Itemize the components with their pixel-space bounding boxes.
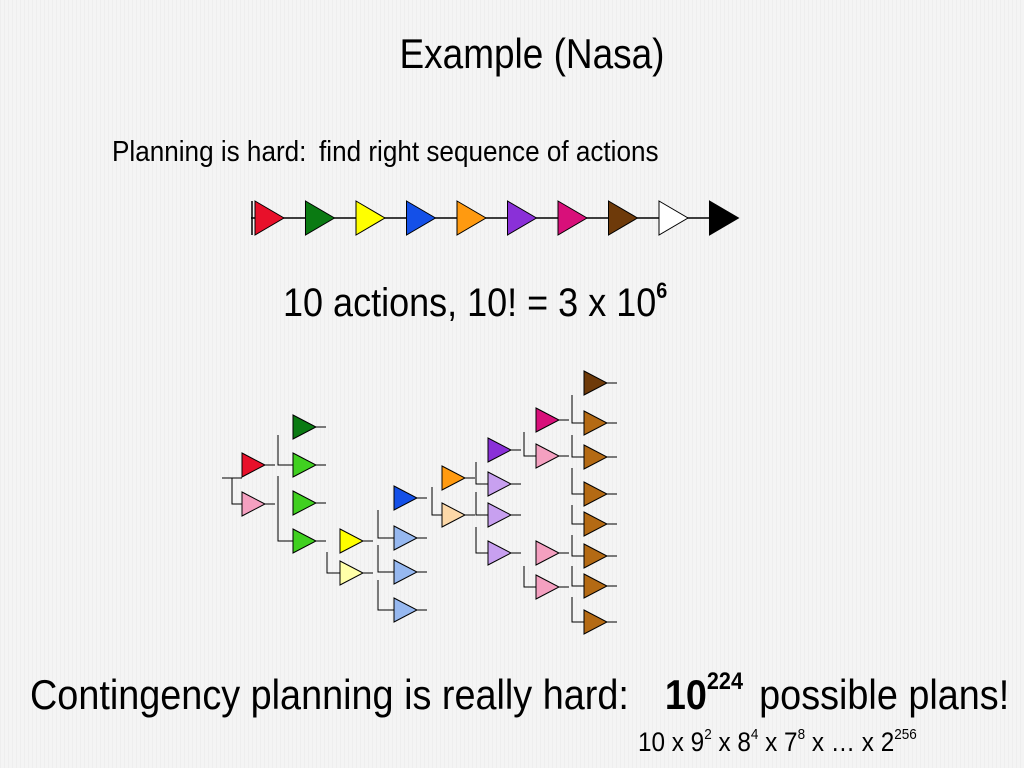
brown-action-triangle bbox=[583, 370, 609, 396]
plans-base: 10 bbox=[664, 671, 707, 718]
tree-branch bbox=[475, 492, 488, 516]
tree-branch bbox=[523, 566, 536, 588]
tree-branch bbox=[571, 566, 584, 587]
tree-branch bbox=[571, 505, 584, 525]
formula-term-1: 10 x 9 bbox=[638, 727, 705, 757]
actions-count: 10 actions, 10! = 3 x 106 bbox=[283, 278, 667, 326]
formula-term-3: x 7 bbox=[758, 727, 798, 757]
formula-exp-1: 2 bbox=[704, 726, 712, 743]
contingency-statement: Contingency planning is really hard: 1022… bbox=[30, 668, 1009, 719]
red-action-triangle bbox=[254, 200, 285, 236]
formula-term-4: x … x 2 bbox=[805, 727, 895, 757]
brown_light-action-triangle bbox=[583, 481, 609, 507]
brown_light-action-triangle bbox=[583, 609, 609, 635]
plans-formula: 10 x 92 x 84 x 78 x … x 2256 bbox=[638, 726, 917, 758]
green-action-triangle bbox=[305, 200, 336, 236]
tree-branch bbox=[377, 580, 394, 611]
light_yellow-action-triangle bbox=[339, 560, 365, 586]
yellow-action-triangle bbox=[355, 200, 386, 236]
plans-exponent: 224 bbox=[706, 668, 743, 695]
tree-branch bbox=[523, 432, 536, 457]
light_orange-action-triangle bbox=[441, 502, 467, 528]
tree-branch bbox=[377, 510, 394, 539]
actions-text: 10 actions, 10! = 3 x 10 bbox=[283, 281, 657, 325]
tree-branch bbox=[571, 535, 584, 557]
black-action-triangle bbox=[709, 200, 740, 236]
plans-count: 10224 bbox=[664, 668, 743, 718]
white-action-triangle bbox=[658, 200, 689, 236]
blue-action-triangle bbox=[406, 200, 437, 236]
brown_light-action-triangle bbox=[583, 573, 609, 599]
contingency-text: Contingency planning is really hard: bbox=[30, 671, 629, 718]
light_purple-action-triangle bbox=[487, 502, 513, 528]
planning-label: Planning is hard: bbox=[112, 136, 307, 168]
pink-action-triangle bbox=[535, 443, 561, 469]
orange-action-triangle bbox=[441, 465, 467, 491]
tree-branch bbox=[377, 545, 394, 573]
tree-branch bbox=[571, 395, 584, 424]
tree-branch bbox=[431, 487, 442, 516]
purple-action-triangle bbox=[507, 200, 538, 236]
magenta-action-triangle bbox=[535, 407, 561, 433]
lime-action-triangle bbox=[292, 528, 318, 554]
brown_light-action-triangle bbox=[583, 410, 609, 436]
tree-branch bbox=[277, 435, 293, 466]
lime-action-triangle bbox=[292, 452, 318, 478]
formula-term-2: x 8 bbox=[711, 727, 751, 757]
red-action-triangle bbox=[241, 452, 267, 478]
pink-action-triangle bbox=[241, 491, 267, 517]
light_blue-action-triangle bbox=[393, 525, 419, 551]
actions-exponent: 6 bbox=[656, 278, 668, 303]
light_blue-action-triangle bbox=[393, 559, 419, 585]
tree-branch bbox=[326, 552, 340, 574]
action-sequence bbox=[251, 200, 740, 236]
brown_light-action-triangle bbox=[583, 543, 609, 569]
yellow-action-triangle bbox=[339, 528, 365, 554]
tree-branch bbox=[231, 478, 242, 505]
brown_light-action-triangle bbox=[583, 444, 609, 470]
light_purple-action-triangle bbox=[487, 540, 513, 566]
tree-branch bbox=[571, 468, 584, 495]
tree-branch bbox=[571, 597, 584, 623]
magenta-action-triangle bbox=[557, 200, 588, 236]
pink-action-triangle bbox=[535, 540, 561, 566]
orange-action-triangle bbox=[456, 200, 487, 236]
formula-exp-2: 4 bbox=[750, 726, 759, 743]
light_purple-action-triangle bbox=[487, 471, 513, 497]
contingency-tree bbox=[222, 370, 617, 635]
formula-exp-4: 256 bbox=[894, 726, 917, 743]
pink-action-triangle bbox=[535, 574, 561, 600]
light_blue-action-triangle bbox=[393, 597, 419, 623]
green-action-triangle bbox=[292, 414, 318, 440]
slide-title: Example (Nasa) bbox=[399, 30, 665, 77]
tree-branch bbox=[475, 462, 488, 485]
tree-branch bbox=[277, 476, 293, 542]
formula-exp-3: 8 bbox=[797, 726, 806, 743]
planning-description: find right sequence of actions bbox=[319, 136, 659, 168]
brown_light-action-triangle bbox=[583, 511, 609, 537]
brown-action-triangle bbox=[608, 200, 639, 236]
tree-branch bbox=[475, 527, 488, 554]
purple-action-triangle bbox=[487, 437, 513, 463]
lime-action-triangle bbox=[292, 490, 318, 516]
plans-text: possible plans! bbox=[759, 671, 1010, 718]
blue-action-triangle bbox=[393, 485, 419, 511]
tree-branch bbox=[571, 435, 584, 458]
planning-statement: Planning is hard: find right sequence of … bbox=[112, 136, 659, 169]
